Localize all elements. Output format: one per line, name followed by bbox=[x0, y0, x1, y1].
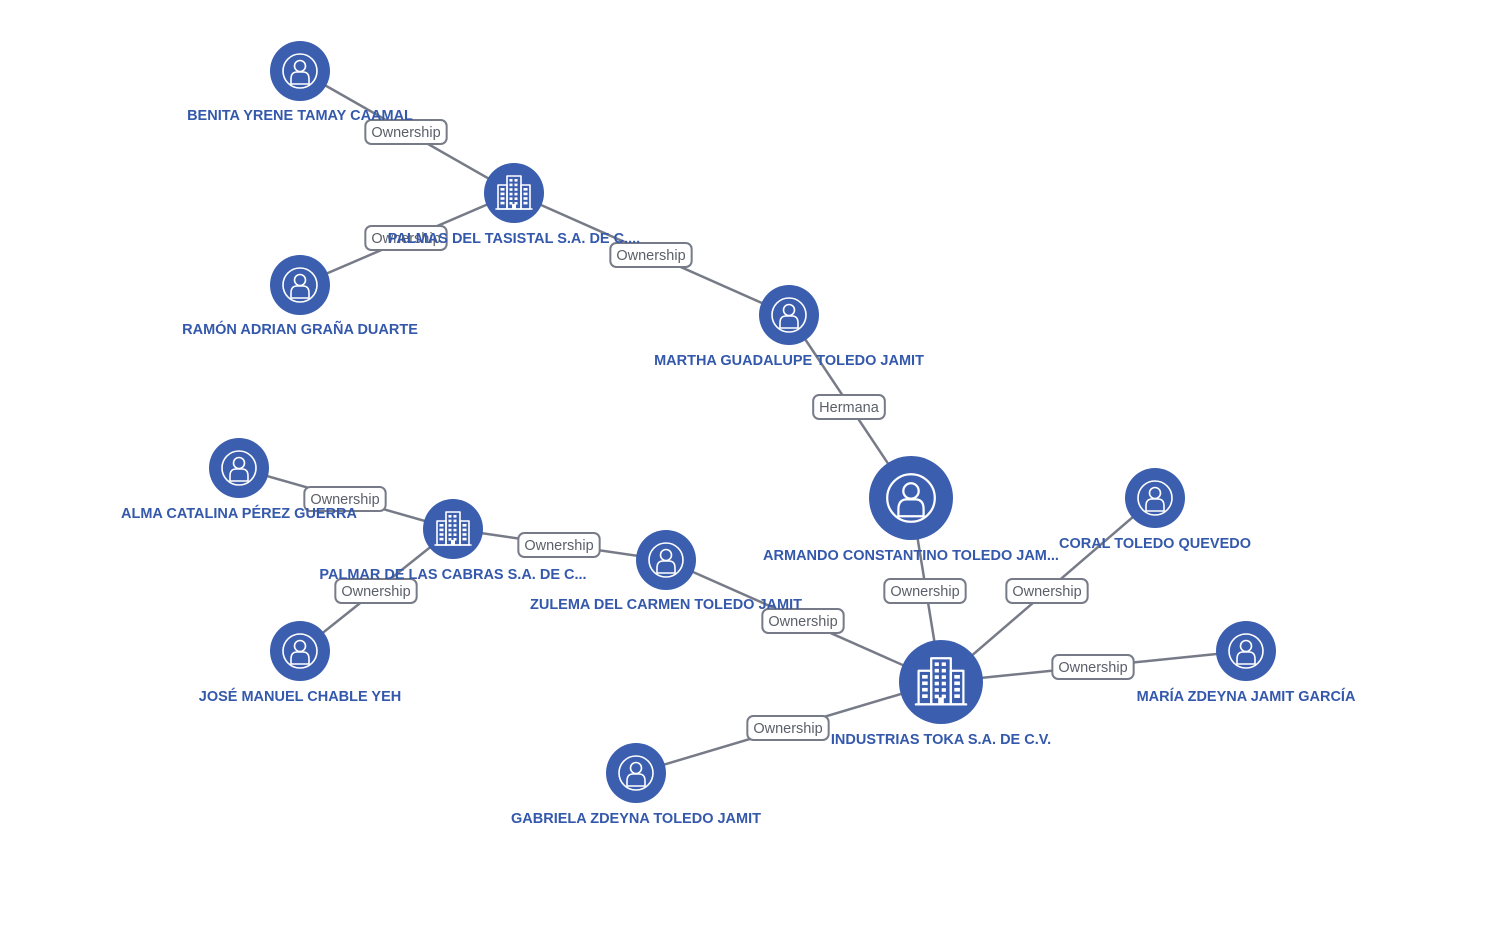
edge-label-armando-toka[interactable]: Ownership bbox=[883, 578, 967, 604]
edge-label-box bbox=[746, 715, 830, 741]
edge-label-maria-toka[interactable]: Ownership bbox=[1051, 654, 1135, 680]
node-label: RAMÓN ADRIAN GRAÑA DUARTE bbox=[182, 320, 418, 338]
person-icon bbox=[1137, 480, 1173, 516]
edge-label-box bbox=[812, 394, 886, 420]
node-coral[interactable]: CORAL TOLEDO QUEVEDO bbox=[1059, 468, 1251, 552]
building-icon bbox=[914, 657, 968, 706]
node-toka[interactable]: INDUSTRIAS TOKA S.A. DE C.V. bbox=[831, 640, 1051, 748]
nodes-layer: BENITA YRENE TAMAY CAAMAL PALMAS DEL TASI… bbox=[121, 41, 1356, 827]
node-label: MARTHA GUADALUPE TOLEDO JAMIT bbox=[654, 353, 924, 369]
node-zulema[interactable]: ZULEMA DEL CARMEN TOLEDO JAMIT bbox=[530, 530, 802, 613]
edge-label-box bbox=[1051, 654, 1135, 680]
edge-label-ramon-palmas[interactable]: Ownership bbox=[364, 225, 448, 251]
node-label: INDUSTRIAS TOKA S.A. DE C.V. bbox=[831, 732, 1051, 748]
node-maria[interactable]: MARÍA ZDEYNA JAMIT GARCÍA bbox=[1137, 621, 1356, 705]
node-label: JOSÉ MANUEL CHABLE YEH bbox=[199, 688, 402, 705]
node-jose[interactable]: JOSÉ MANUEL CHABLE YEH bbox=[199, 621, 402, 705]
edge-label-box bbox=[334, 578, 418, 604]
edge-label-text: Ownership bbox=[341, 584, 410, 600]
edge-label-text: Ownership bbox=[371, 125, 440, 141]
edge-labels-layer: OwnershipOwnershipOwnershipHermanaOwners… bbox=[303, 119, 1135, 741]
person-icon bbox=[1228, 633, 1264, 669]
edge-label-benita-palmas[interactable]: Ownership bbox=[364, 119, 448, 145]
edge-label-box bbox=[761, 608, 845, 634]
edge-label-palmar-zulema[interactable]: Ownership bbox=[517, 532, 601, 558]
person-icon bbox=[282, 53, 318, 89]
person-icon bbox=[771, 297, 807, 333]
person-icon bbox=[886, 473, 936, 523]
edge-label-text: Ownership bbox=[768, 614, 837, 630]
edge-label-jose-palmar[interactable]: Ownership bbox=[334, 578, 418, 604]
node-alma[interactable]: ALMA CATALINA PÉREZ GUERRA bbox=[121, 438, 358, 522]
edge-label-box bbox=[517, 532, 601, 558]
edge-label-text: Ownership bbox=[890, 584, 959, 600]
node-label: PALMAR DE LAS CABRAS S.A. DE C... bbox=[319, 567, 586, 583]
person-icon bbox=[648, 542, 684, 578]
node-benita[interactable]: BENITA YRENE TAMAY CAAMAL bbox=[187, 41, 413, 124]
edge-label-box bbox=[303, 486, 387, 512]
node-label: GABRIELA ZDEYNA TOLEDO JAMIT bbox=[511, 811, 761, 827]
edge-label-text: Ownership bbox=[310, 492, 379, 508]
person-icon bbox=[221, 450, 257, 486]
node-label: PALMAS DEL TASISTAL S.A. DE C.... bbox=[388, 231, 640, 247]
edge-label-box bbox=[364, 119, 448, 145]
edge-label-text: Ownership bbox=[1012, 584, 1081, 600]
node-label: ZULEMA DEL CARMEN TOLEDO JAMIT bbox=[530, 597, 802, 613]
node-palmas[interactable]: PALMAS DEL TASISTAL S.A. DE C.... bbox=[388, 163, 640, 247]
node-circle[interactable] bbox=[899, 640, 983, 724]
edge-label-box bbox=[609, 242, 693, 268]
edge-label-text: Ownership bbox=[753, 721, 822, 737]
edge-label-text: Ownership bbox=[616, 248, 685, 264]
node-label: ALMA CATALINA PÉREZ GUERRA bbox=[121, 505, 358, 522]
person-icon bbox=[282, 267, 318, 303]
node-circle[interactable] bbox=[484, 163, 544, 223]
edge-label-text: Ownership bbox=[524, 538, 593, 554]
edge-label-gabriela-toka[interactable]: Ownership bbox=[746, 715, 830, 741]
node-circle[interactable] bbox=[423, 499, 483, 559]
edge-label-palmas-martha[interactable]: Ownership bbox=[609, 242, 693, 268]
building-icon bbox=[434, 511, 472, 546]
edge-label-text: Hermana bbox=[819, 400, 880, 416]
edge-label-box bbox=[1005, 578, 1089, 604]
node-ramon[interactable]: RAMÓN ADRIAN GRAÑA DUARTE bbox=[182, 255, 418, 338]
edge-label-text: Ownership bbox=[371, 231, 440, 247]
edge-label-martha-armando[interactable]: Hermana bbox=[812, 394, 886, 420]
node-palmar[interactable]: PALMAR DE LAS CABRAS S.A. DE C... bbox=[319, 499, 587, 583]
person-icon bbox=[282, 633, 318, 669]
node-label: MARÍA ZDEYNA JAMIT GARCÍA bbox=[1137, 688, 1356, 705]
person-icon bbox=[618, 755, 654, 791]
node-martha[interactable]: MARTHA GUADALUPE TOLEDO JAMIT bbox=[654, 285, 924, 369]
node-gabriela[interactable]: GABRIELA ZDEYNA TOLEDO JAMIT bbox=[511, 743, 761, 827]
edge-label-box bbox=[364, 225, 448, 251]
building-icon bbox=[495, 175, 533, 210]
edge-label-text: Ownership bbox=[1058, 660, 1127, 676]
node-label: BENITA YRENE TAMAY CAAMAL bbox=[187, 108, 413, 124]
node-armando[interactable]: ARMANDO CONSTANTINO TOLEDO JAM... bbox=[763, 456, 1059, 564]
node-label: ARMANDO CONSTANTINO TOLEDO JAM... bbox=[763, 548, 1059, 564]
edge-label-coral-toka[interactable]: Ownership bbox=[1005, 578, 1089, 604]
node-label: CORAL TOLEDO QUEVEDO bbox=[1059, 536, 1251, 552]
edge-label-alma-palmar[interactable]: Ownership bbox=[303, 486, 387, 512]
edge-label-box bbox=[883, 578, 967, 604]
edge-label-zulema-toka[interactable]: Ownership bbox=[761, 608, 845, 634]
